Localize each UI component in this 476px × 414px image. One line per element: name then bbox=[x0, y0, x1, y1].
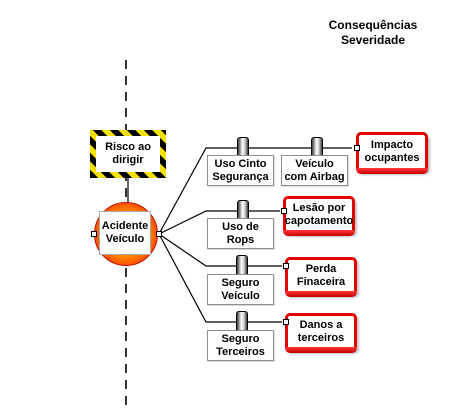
consequence-danos-terceiros[interactable]: Danos a terceiros bbox=[285, 313, 357, 353]
consequence-port-3 bbox=[283, 263, 289, 269]
hazard-line-1: Risco ao bbox=[105, 141, 151, 153]
barrier-line-2: com Airbag bbox=[284, 170, 345, 183]
consequence-line-2: terceiros bbox=[297, 332, 345, 344]
consequence-port-4 bbox=[283, 319, 289, 325]
branch-line-3 bbox=[158, 233, 282, 267]
hazard-box[interactable]: Risco ao dirigir bbox=[90, 130, 166, 178]
barrier-line-1: Seguro bbox=[221, 332, 260, 345]
barrier-line-1: Uso de bbox=[222, 220, 259, 233]
consequence-perda-financeira[interactable]: Perda Finaceira bbox=[285, 257, 357, 297]
consequence-impacto-ocupantes[interactable]: Impacto ocupantes bbox=[356, 132, 428, 174]
consequence-line-1: Lesão por bbox=[292, 202, 346, 214]
header-line-1: Consequências bbox=[328, 18, 418, 32]
barrier-veiculo-airbag[interactable]: Veículo com Airbag bbox=[281, 155, 348, 186]
hazard-label: Risco ao dirigir bbox=[96, 136, 160, 172]
top-event-line-2: Veículo bbox=[105, 233, 145, 245]
barrier-line-2: Rops bbox=[226, 233, 255, 246]
barrier-line-2: Segurança bbox=[212, 170, 269, 183]
consequence-port-1 bbox=[354, 145, 360, 151]
barrier-line-2: Veículo bbox=[221, 289, 260, 302]
barrier-seguro-terceiros[interactable]: Seguro Terceiros bbox=[207, 330, 274, 361]
branch-line-2 bbox=[158, 210, 280, 235]
consequence-line-2: capotamento bbox=[284, 215, 354, 227]
consequence-port-2 bbox=[281, 208, 287, 214]
barrier-line-2: Terceiros bbox=[216, 345, 265, 358]
consequences-severity-header: Consequências Severidade bbox=[318, 18, 428, 48]
barrier-seguro-veiculo[interactable]: Seguro Veículo bbox=[207, 274, 274, 305]
barrier-line-1: Uso Cinto bbox=[214, 157, 267, 170]
consequence-line-2: Finaceira bbox=[296, 276, 346, 288]
barrier-line-1: Veículo bbox=[295, 157, 334, 170]
barrier-uso-cinto[interactable]: Uso Cinto Segurança bbox=[207, 155, 274, 186]
top-event-left-port bbox=[91, 231, 97, 237]
top-event-right-port bbox=[156, 231, 162, 237]
consequence-line-1: Danos a bbox=[299, 319, 343, 331]
barrier-line-1: Seguro bbox=[221, 276, 260, 289]
barrier-uso-rops[interactable]: Uso de Rops bbox=[207, 218, 274, 249]
consequence-line-2: ocupantes bbox=[364, 152, 420, 164]
consequence-line-1: Impacto bbox=[370, 139, 414, 151]
header-line-2: Severidade bbox=[340, 33, 406, 47]
hazard-line-2: dirigir bbox=[112, 154, 144, 166]
top-event-label[interactable]: Acidente Veículo bbox=[99, 211, 151, 255]
consequence-lesao-capotamento[interactable]: Lesão por capotamento bbox=[283, 196, 355, 236]
consequence-line-1: Perda bbox=[305, 263, 337, 275]
top-event-line-1: Acidente bbox=[101, 220, 149, 232]
branch-line-4 bbox=[158, 233, 282, 323]
branch-line-1 bbox=[158, 147, 352, 235]
